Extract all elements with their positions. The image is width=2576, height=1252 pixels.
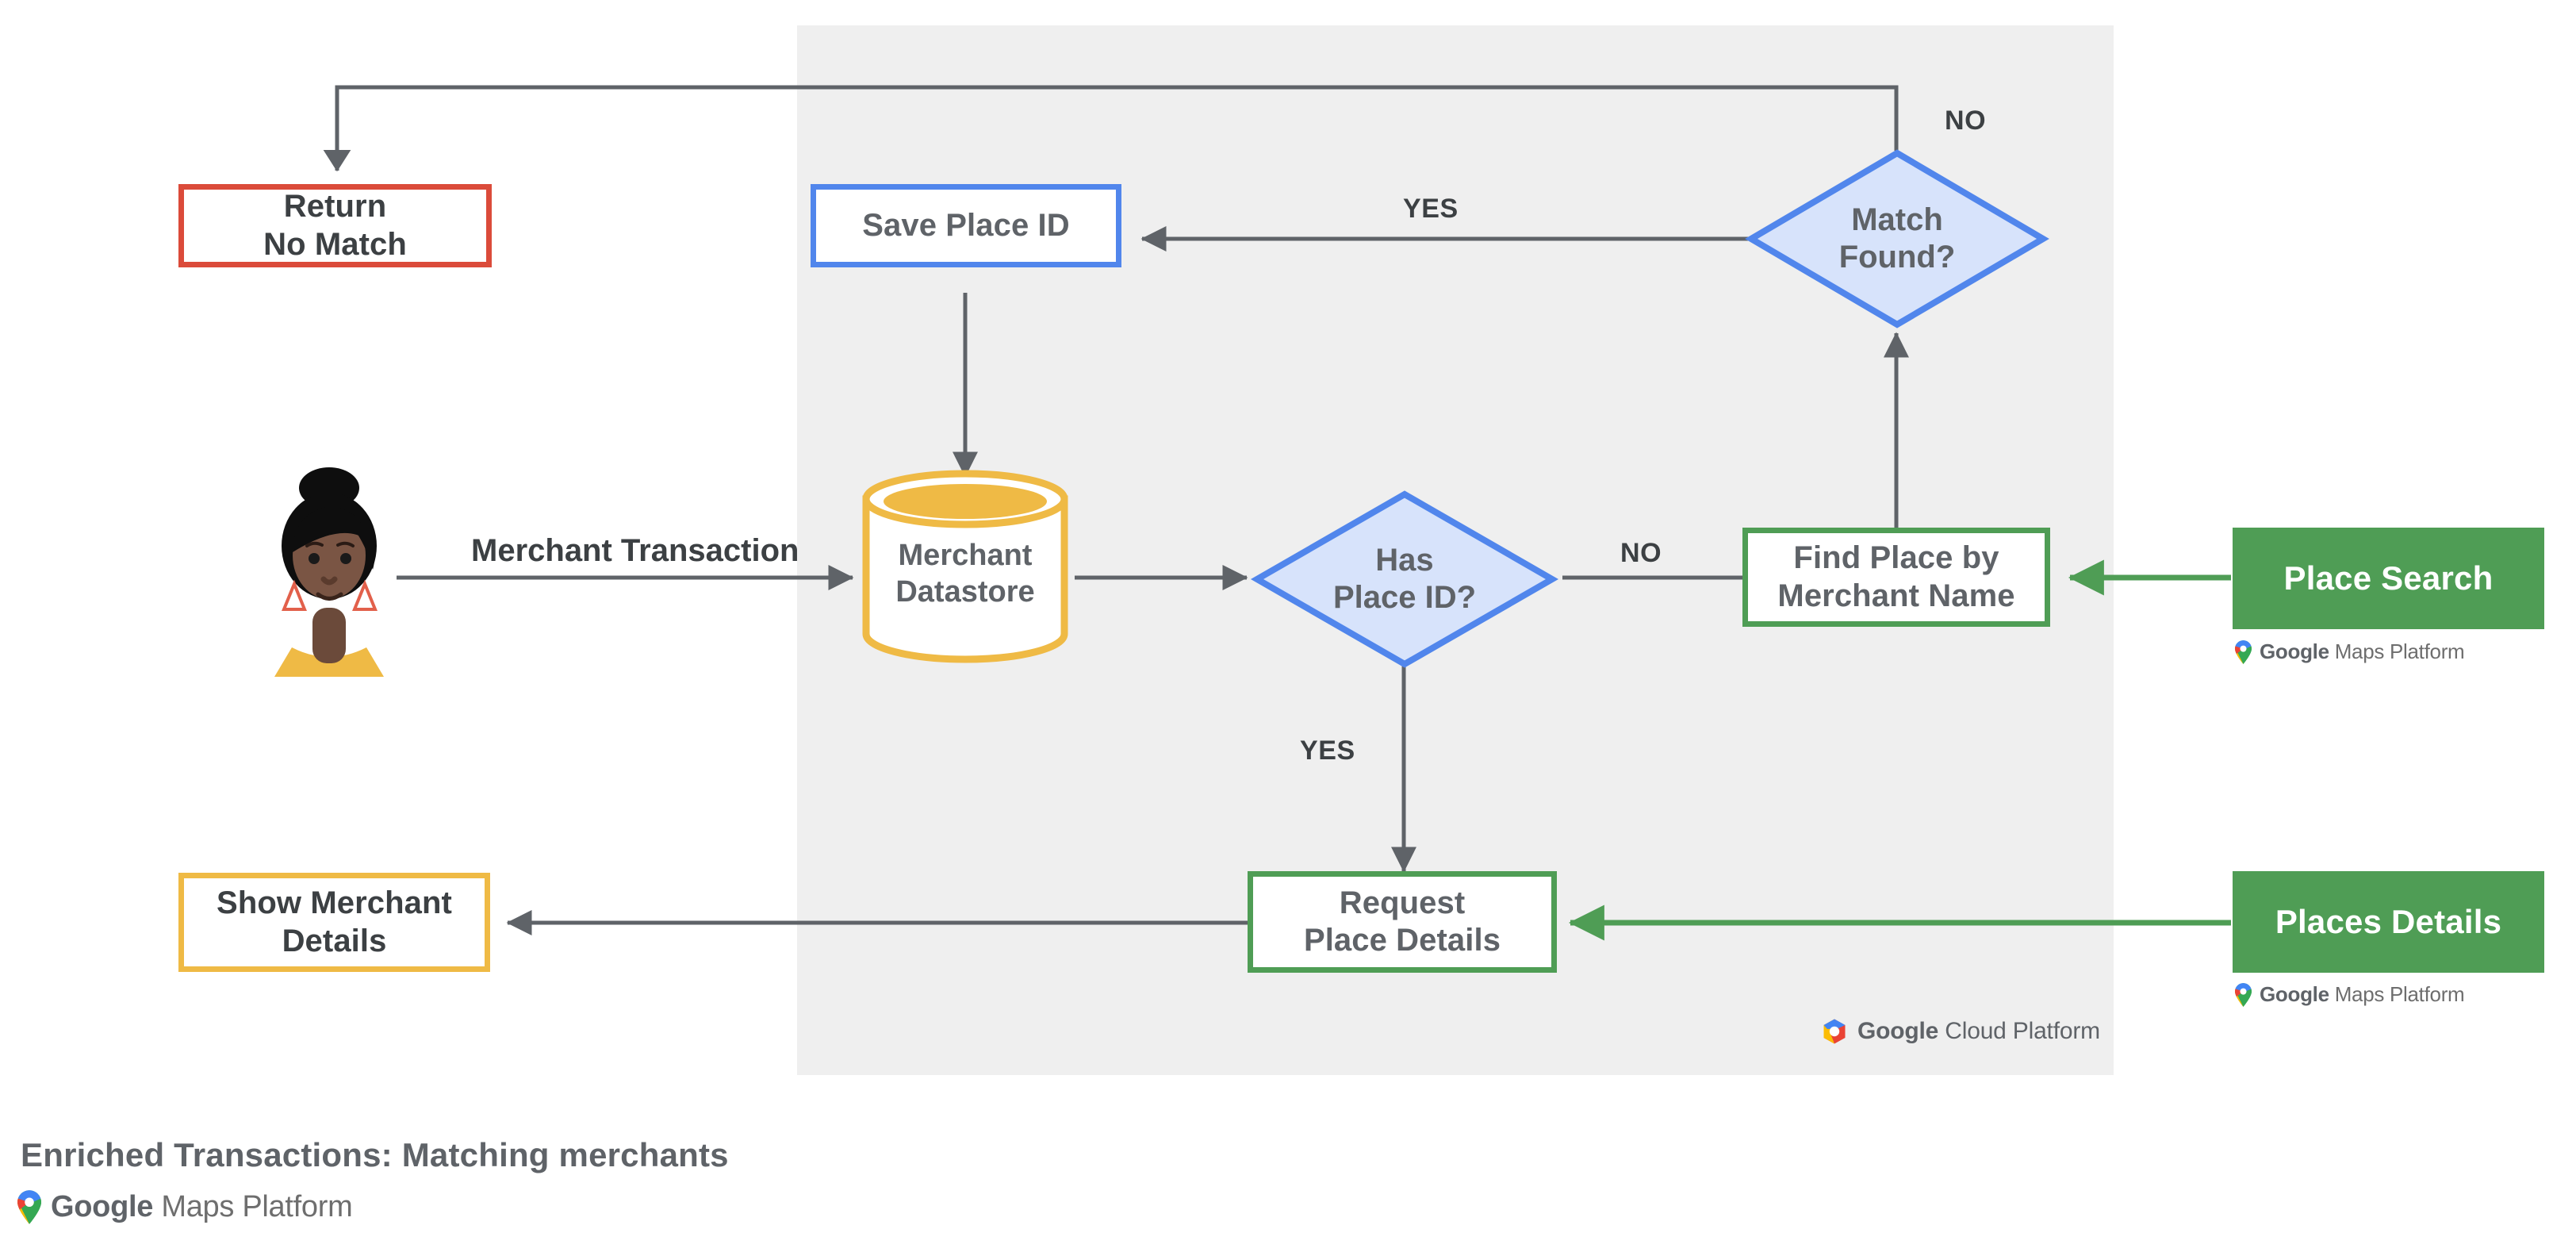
google-maps-pin-icon xyxy=(2235,982,2252,1007)
edge-label-has-place-id-no: NO xyxy=(1620,538,1662,568)
gmp-wordmark: Google Maps Platform xyxy=(2260,639,2465,663)
node-label-line2: Details xyxy=(282,923,387,958)
node-return-no-match[interactable]: Return No Match xyxy=(178,184,492,267)
node-request-place-details[interactable]: Request Place Details xyxy=(1248,871,1557,973)
node-show-merchant-details[interactable]: Show Merchant Details xyxy=(178,873,490,972)
gcp-wordmark: Google Cloud Platform xyxy=(1857,1018,2100,1044)
customer-avatar xyxy=(262,467,397,677)
avatar-earring-left xyxy=(282,579,307,611)
node-label-line2: Place Details xyxy=(1303,923,1501,958)
node-label-line2: Datastore xyxy=(895,574,1035,609)
avatar-mouth xyxy=(316,592,343,601)
avatar-brow-left xyxy=(305,541,324,547)
node-label-line1: Find Place by xyxy=(1793,540,1999,576)
node-label-line2: Merchant Name xyxy=(1777,578,2015,613)
node-label: Place Search xyxy=(2283,559,2494,597)
node-label: Save Place ID xyxy=(862,207,1070,243)
decision-diamond-shape xyxy=(1250,490,1559,668)
node-label-line1: Return xyxy=(283,189,387,225)
avatar-brow-right xyxy=(336,541,355,547)
avatar-eye-right xyxy=(340,553,351,564)
node-find-place-by-merchant-name[interactable]: Find Place by Merchant Name xyxy=(1742,528,2050,627)
node-place-search[interactable]: Place Search xyxy=(2233,528,2544,629)
node-places-details[interactable]: Places Details xyxy=(2233,871,2544,973)
gmp-wordmark: Google Maps Platform xyxy=(51,1190,353,1223)
edge-label-merchant-transaction: Merchant Transaction xyxy=(471,533,799,568)
google-cloud-hexagon-icon xyxy=(1823,1019,1846,1044)
node-match-found[interactable]: Match Found? xyxy=(1745,149,2049,328)
node-label-line1: Merchant xyxy=(898,539,1033,572)
avatar-fringe xyxy=(293,506,366,552)
node-label: Places Details xyxy=(2275,903,2502,940)
avatar-neck xyxy=(312,608,346,663)
google-maps-pin-icon xyxy=(2235,639,2252,664)
node-has-place-id[interactable]: Has Place ID? xyxy=(1250,490,1559,668)
node-label: Merchant Datastore xyxy=(859,538,1071,610)
avatar-hair-side xyxy=(357,516,376,570)
edge-label-match-found-yes: YES xyxy=(1403,194,1459,224)
avatar-nose xyxy=(320,576,338,586)
google-maps-pin-icon xyxy=(17,1190,41,1224)
edge-label-match-found-no: NO xyxy=(1945,106,1987,136)
cylinder-body xyxy=(862,495,1068,663)
place-search-gmp-lockup: Google Maps Platform xyxy=(2235,639,2465,664)
node-save-place-id[interactable]: Save Place ID xyxy=(811,184,1121,267)
cylinder-top-fill xyxy=(884,484,1047,519)
node-label-line2: No Match xyxy=(263,226,407,262)
gmp-wordmark: Google Maps Platform xyxy=(2260,982,2465,1006)
node-merchant-datastore[interactable]: Merchant Datastore xyxy=(859,470,1071,663)
gcp-lockup: Google Cloud Platform xyxy=(1821,1018,2100,1045)
footer-gmp-lockup: Google Maps Platform xyxy=(17,1190,353,1224)
decision-diamond-shape xyxy=(1745,149,2049,328)
page-title: Enriched Transactions: Matching merchant… xyxy=(21,1136,729,1173)
avatar-earring-right xyxy=(352,579,378,611)
avatar-eye-left xyxy=(309,553,320,564)
edge-label-has-place-id-yes: YES xyxy=(1300,735,1355,766)
node-label-line1: Request xyxy=(1339,885,1466,920)
places-details-gmp-lockup: Google Maps Platform xyxy=(2235,982,2465,1007)
node-label-line1: Show Merchant xyxy=(217,885,452,921)
